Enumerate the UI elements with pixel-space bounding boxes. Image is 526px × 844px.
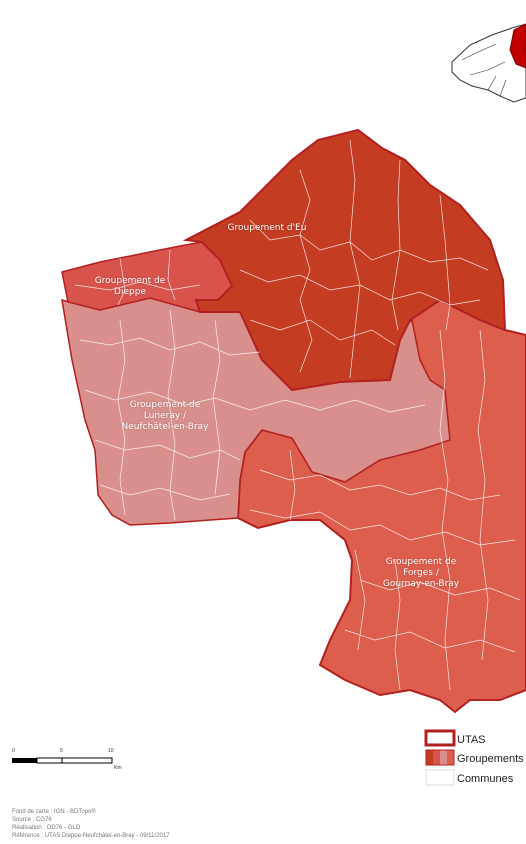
legend-item-groupements: Groupements — [457, 750, 524, 768]
scale-tick-0: 0 — [12, 748, 15, 754]
label-groupement-eu: Groupement d'Eu — [227, 223, 307, 233]
label-groupement-dieppe: Groupement de Dieppe — [94, 276, 166, 297]
credit-line-source: Source : CG76 — [12, 817, 52, 823]
legend-swatches — [424, 729, 456, 786]
legend-label-groupements: Groupements — [457, 753, 524, 765]
legend-label-utas: UTAS — [457, 734, 486, 746]
legend-item-utas: UTAS — [457, 731, 486, 749]
label-groupement-luneray: Groupement de Luneray / Neufchâtel-en-Br… — [121, 400, 209, 432]
legend-item-communes: Communes — [457, 770, 513, 788]
credit-line-reference: Référence : UTAS Dieppe-Neufchâtel-en-Br… — [12, 833, 170, 839]
legend-label-communes: Communes — [457, 773, 514, 785]
map-credits: Fond de carte : IGN - BDTopo® Source : C… — [12, 808, 170, 840]
commune-boundaries — [74, 139, 521, 691]
legend-utas-swatch — [424, 729, 456, 747]
inset-highlight — [509, 23, 526, 69]
legend-communes-swatch — [425, 769, 455, 786]
scale-bar: 0 5 10 Km — [12, 748, 122, 774]
inset-locator-map — [451, 23, 526, 103]
scale-tick-5: 5 — [60, 748, 63, 754]
scale-bar-graphic — [12, 757, 113, 764]
credit-line-author: Réalisation : OD76 - GLD — [12, 825, 81, 831]
scale-tick-10: 10 — [108, 748, 114, 754]
credit-line-basemap: Fond de carte : IGN - BDTopo® — [12, 809, 96, 815]
legend-groupements-swatch — [425, 749, 455, 766]
label-groupement-forges: Groupement de Forges / Gournay-en-Bray — [382, 557, 460, 589]
scale-unit: Km — [114, 765, 122, 771]
